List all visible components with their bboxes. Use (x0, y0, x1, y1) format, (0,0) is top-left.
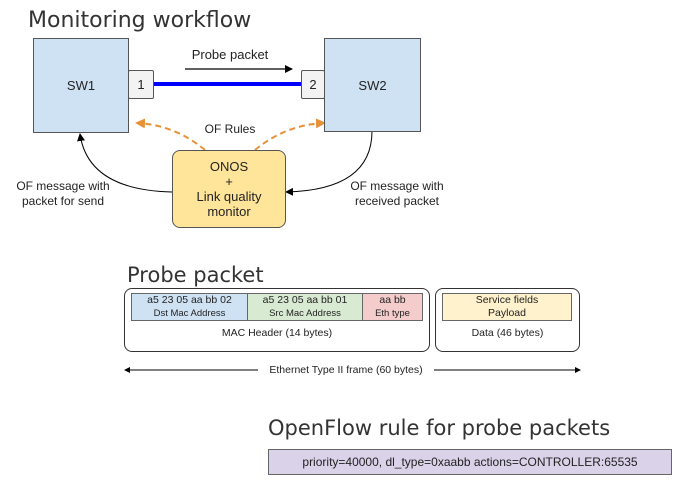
packet-out-arrow (77, 133, 173, 193)
switch-sw1: SW1 (33, 38, 129, 133)
eth-type-value: aa bb (379, 294, 406, 306)
packet-in-line-1: OF message with (350, 179, 444, 193)
dst-mac-cell: a5 23 05 aa bb 02 Dst Mac Address (131, 293, 248, 321)
onos-line-3: Link quality (196, 189, 262, 204)
switch-sw2-label: SW2 (358, 77, 387, 93)
probe-packet-title: Probe packet (127, 263, 264, 287)
onos-line-2: + (225, 174, 233, 189)
packet-in-line-2: received packet (354, 194, 440, 208)
switch-sw2: SW2 (324, 38, 421, 132)
data-size-label: Data (46 bytes) (471, 327, 544, 339)
src-mac-label: Src Mac Address (269, 308, 341, 319)
dst-mac-value: a5 23 05 aa bb 02 (147, 294, 232, 306)
mac-header-box: a5 23 05 aa bb 02 Dst Mac Address a5 23 … (124, 288, 430, 352)
eth-type-label: Eth type (375, 308, 410, 319)
port-2-label: 2 (309, 77, 317, 92)
of-rules-label: OF Rules (204, 122, 256, 136)
packet-out-message: OF message with packet for send (3, 179, 123, 209)
port-1-label: 1 (137, 77, 145, 92)
openflow-title: OpenFlow rule for probe packets (268, 416, 611, 440)
payload-label: Payload (488, 307, 526, 319)
port-2: 2 (301, 70, 325, 99)
src-mac-value: a5 23 05 aa bb 01 (262, 294, 348, 306)
ethernet-frame-label: Ethernet Type II frame (60 bytes) (269, 364, 423, 376)
eth-type-cell: aa bb Eth type (362, 293, 423, 321)
onos-line-4: monitor (207, 204, 251, 219)
packet-in-message: OF message with received packet (337, 179, 457, 209)
mac-header-label: MAC Header (14 bytes) (221, 327, 333, 339)
switch-sw1-label: SW1 (66, 78, 96, 93)
packet-out-line-2: packet for send (21, 194, 105, 208)
src-mac-cell: a5 23 05 aa bb 01 Src Mac Address (247, 293, 363, 321)
openflow-rule-text: priority=40000, dl_type=0xaabb actions=C… (302, 455, 638, 469)
packet-in-arrow (285, 130, 373, 196)
workflow-title: Monitoring workflow (28, 8, 252, 33)
onos-box: ONOS + Link quality monitor (172, 150, 286, 228)
onos-line-1: ONOS (209, 159, 249, 174)
packet-out-line-1: OF message with (16, 179, 110, 193)
data-box: Service fields Payload Data (46 bytes) (435, 288, 580, 352)
port-1: 1 (128, 70, 154, 99)
service-fields-label: Service fields (475, 294, 539, 306)
of-rules-arrow-right (254, 118, 326, 151)
dst-mac-label: Dst Mac Address (153, 308, 226, 319)
payload-cell: Service fields Payload (442, 293, 572, 321)
probe-packet-label: Probe packet (191, 47, 269, 62)
openflow-rule-box: priority=40000, dl_type=0xaabb actions=C… (268, 449, 672, 475)
